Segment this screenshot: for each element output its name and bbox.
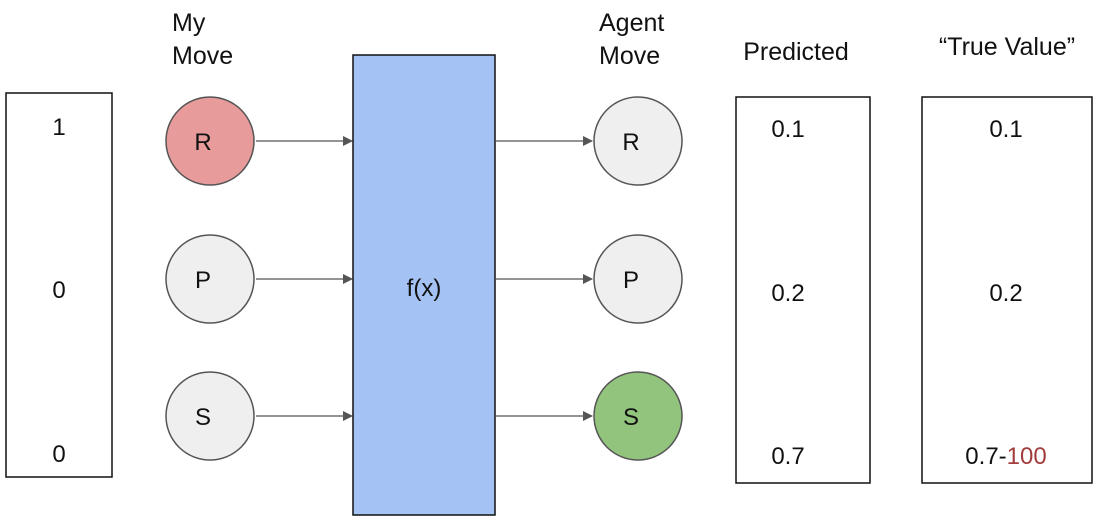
my-move-heading: My [172,9,206,37]
my-move-node-p [165,234,255,324]
my-move-node-label: R [194,129,211,156]
predicted-value: 0.1 [771,116,804,143]
true-value-vector: 0.1 0.2 0.7-100 [921,96,1093,484]
true-value-last: 0.7-100 [965,443,1046,470]
true-value-base: 0.7- [965,443,1006,470]
true-value-penalty: 100 [1007,443,1047,470]
agent-move-node-label: P [623,267,639,294]
true-value: 0.1 [989,116,1022,143]
agent-move-node-s [593,371,683,461]
input-value: 0 [52,277,65,304]
my-move-node-label: P [195,267,211,294]
output-arrows [496,136,593,421]
predicted-box [735,96,871,484]
agent-move-heading: Move [599,42,660,70]
input-value: 1 [52,114,65,141]
agent-move-node-label: S [623,404,639,431]
my-move-heading: Move [172,42,233,70]
my-move-node-label: S [195,404,211,431]
agent-move-node-p [593,234,683,324]
my-move-nodes: R P S [165,96,255,461]
agent-move-node-r [593,96,683,186]
input-vector: 1 0 0 [5,92,113,478]
input-arrows [256,136,353,421]
predicted-heading: Predicted [743,38,849,66]
true-value-box [921,96,1093,484]
input-value: 0 [52,441,65,468]
function-label: f(x) [407,275,442,302]
true-value: 0.2 [989,280,1022,307]
function-box-rect [352,54,496,516]
my-move-node-s [165,371,255,461]
predicted-value: 0.2 [771,280,804,307]
input-vector-box [5,92,113,478]
agent-move-heading: Agent [599,9,664,37]
predicted-vector: 0.1 0.2 0.7 [735,96,871,484]
my-move-node-r [165,96,255,186]
agent-move-node-label: R [622,129,639,156]
predicted-value: 0.7 [771,443,804,470]
function-box: f(x) [352,54,496,516]
true-value-heading: “True Value” [939,33,1075,61]
agent-move-nodes: R P S [593,96,683,461]
